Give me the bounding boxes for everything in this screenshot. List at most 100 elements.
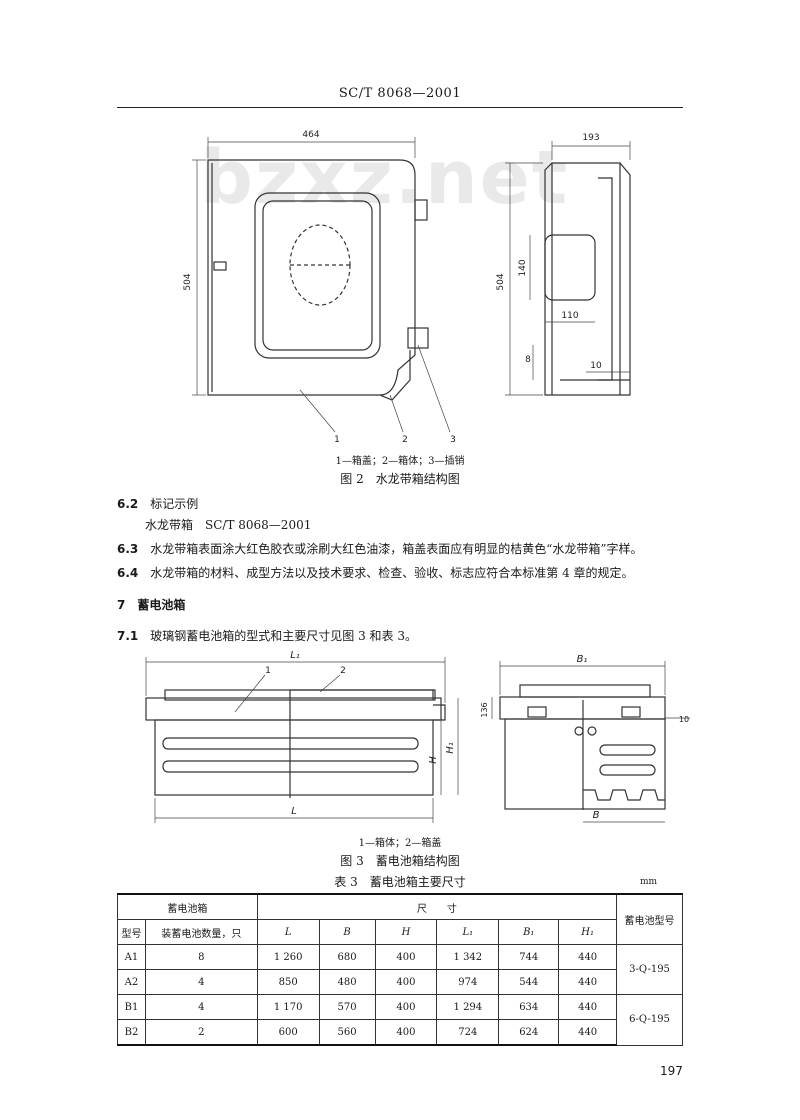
cell-L1: 1 294 — [436, 994, 500, 1020]
cell-H: 400 — [374, 1019, 438, 1046]
table-row: A1 8 1 260 680 400 1 342 744 440 3-Q-195 — [117, 944, 683, 995]
cell-B1: 744 — [498, 944, 560, 970]
fig3-caption: 图 3 蓄电池箱结构图 — [340, 854, 460, 868]
cell-model: A1 — [117, 944, 146, 970]
header-group-battery-box: 蓄电池箱 — [117, 893, 258, 920]
cell-B1: 624 — [498, 1019, 560, 1046]
cell-L: 1 170 — [256, 994, 320, 1020]
section-number: 7.1 — [117, 629, 139, 643]
fig3-dim-136: 136 — [480, 702, 489, 717]
section-text: 玻璃钢蓄电池箱的型式和主要尺寸见图 3 和表 3。 — [150, 629, 417, 643]
fig2-dim-height-left: 504 — [183, 273, 193, 290]
cell-L1: 1 342 — [436, 944, 500, 970]
header-standard-code: SC/T 8068—2001 — [338, 86, 462, 101]
fig2-dim-8: 8 — [525, 355, 531, 365]
fig2-caption: 图 2 水龙带箱结构图 — [340, 472, 460, 486]
section-7-1: 7.1 玻璃钢蓄电池箱的型式和主要尺寸见图 3 和表 3。 — [117, 627, 417, 644]
table-row: B1 4 1 170 570 400 1 294 634 440 6-Q-195 — [117, 994, 683, 1046]
section-number: 6.3 — [117, 542, 139, 556]
section-6-2-example: 水龙带箱 SC/T 8068—2001 — [145, 518, 312, 532]
fig2-dim-140: 140 — [518, 259, 528, 276]
fig3-dim-H: H — [428, 756, 439, 764]
header-col-L: L — [256, 919, 320, 945]
fig3-dim-L1: L₁ — [290, 650, 300, 661]
cell-battery-model: 3-Q-195 — [616, 944, 683, 995]
fig2-dim-width: 464 — [302, 130, 319, 140]
table3: 蓄电池箱 尺 寸 蓄电池型号 型号 装蓄电池数量，只 L B H L₁ B₁ H… — [117, 893, 683, 1046]
cell-model: A2 — [117, 969, 146, 995]
fig3-dim-10: 10 — [679, 715, 689, 724]
cell-count: 2 — [144, 1019, 258, 1046]
cell-H: 400 — [374, 969, 438, 995]
header-battery-model: 蓄电池型号 — [616, 893, 683, 945]
header-col-B1: B₁ — [498, 919, 560, 945]
cell-H1: 440 — [558, 944, 618, 970]
header-col-B: B — [318, 919, 376, 945]
fig2-dim-depth: 193 — [582, 133, 599, 143]
section-7: 7 蓄电池箱 — [117, 596, 185, 613]
fig2-callout-3: 3 — [450, 435, 456, 445]
figure-3-drawing: L₁ L H H₁ B₁ B 136 10 1 2 — [145, 650, 690, 823]
section-number: 6.4 — [117, 566, 139, 580]
cell-B: 680 — [318, 944, 376, 970]
table3-unit: mm — [640, 877, 658, 887]
cell-count: 4 — [144, 969, 258, 995]
fig3-dim-B1: B₁ — [577, 654, 588, 665]
page-number: 197 — [660, 1064, 683, 1078]
fig3-dim-B: B — [593, 810, 600, 821]
fig2-dim-110: 110 — [561, 311, 578, 321]
fig3-callout-2: 2 — [340, 666, 346, 676]
header-rule — [117, 107, 683, 108]
fig3-dim-H1: H₁ — [445, 742, 456, 754]
fig2-dim-height-right: 504 — [496, 273, 506, 290]
table-header-row-2: 型号 装蓄电池数量，只 L B H L₁ B₁ H₁ — [117, 919, 683, 945]
section-6-3: 6.3 水龙带箱表面涂大红色胶衣或涂刷大红色油漆，箱盖表面应有明显的桔黄色“水龙带… — [117, 540, 643, 557]
cell-model: B1 — [117, 994, 146, 1020]
cell-L1: 724 — [436, 1019, 500, 1046]
cell-H1: 440 — [558, 994, 618, 1020]
cell-H: 400 — [374, 944, 438, 970]
header-group-dimensions: 尺 寸 — [256, 893, 618, 920]
table-header-row-1: 蓄电池箱 尺 寸 蓄电池型号 — [117, 893, 683, 945]
table-row: A2 4 850 480 400 974 544 440 — [117, 969, 683, 995]
section-6-4: 6.4 水龙带箱的材料、成型方法以及技术要求、检查、验收、标志应符合本标准第 4 … — [117, 564, 634, 581]
section-number: 6.2 — [117, 497, 139, 511]
cell-count: 8 — [144, 944, 258, 970]
section-number: 7 — [117, 598, 126, 612]
cell-L1: 974 — [436, 969, 500, 995]
header-col-H: H — [374, 919, 438, 945]
cell-H1: 440 — [558, 1019, 618, 1046]
header-count: 装蓄电池数量，只 — [144, 919, 258, 945]
fig3-legend: 1—箱体；2—箱盖 — [358, 838, 442, 849]
fig2-dim-10: 10 — [590, 361, 602, 371]
table-row: B2 2 600 560 400 724 624 440 — [117, 1019, 683, 1046]
header-model: 型号 — [117, 919, 146, 945]
cell-L: 1 260 — [256, 944, 320, 970]
section-text: 水龙带箱的材料、成型方法以及技术要求、检查、验收、标志应符合本标准第 4 章的规… — [150, 566, 634, 580]
cell-B: 560 — [318, 1019, 376, 1046]
section-text: 标记示例 — [150, 497, 199, 511]
fig3-dim-L: L — [291, 806, 297, 817]
section-6-2: 6.2 标记示例 — [117, 495, 198, 512]
figure-2-drawing: 464 504 193 504 140 110 8 10 1 2 3 — [183, 130, 631, 445]
header-col-L1: L₁ — [436, 919, 500, 945]
cell-B: 570 — [318, 994, 376, 1020]
fig2-callout-1: 1 — [334, 435, 340, 445]
cell-H: 400 — [374, 994, 438, 1020]
fig2-legend: 1—箱盖；2—箱体；3—插销 — [335, 456, 465, 467]
section-text: 水龙带箱表面涂大红色胶衣或涂刷大红色油漆，箱盖表面应有明显的桔黄色“水龙带箱”字… — [150, 542, 643, 556]
watermark: bzxz.net — [200, 135, 570, 221]
section-title: 蓄电池箱 — [137, 598, 186, 612]
cell-B1: 634 — [498, 994, 560, 1020]
cell-battery-model: 6-Q-195 — [616, 994, 683, 1046]
cell-B: 480 — [318, 969, 376, 995]
fig2-callout-2: 2 — [402, 435, 408, 445]
table3-title: 表 3 蓄电池箱主要尺寸 — [334, 875, 466, 889]
cell-model: B2 — [117, 1019, 146, 1046]
cell-B1: 544 — [498, 969, 560, 995]
fig3-callout-1: 1 — [265, 666, 271, 676]
cell-L: 850 — [256, 969, 320, 995]
cell-H1: 440 — [558, 969, 618, 995]
header-col-H1: H₁ — [558, 919, 618, 945]
cell-count: 4 — [144, 994, 258, 1020]
